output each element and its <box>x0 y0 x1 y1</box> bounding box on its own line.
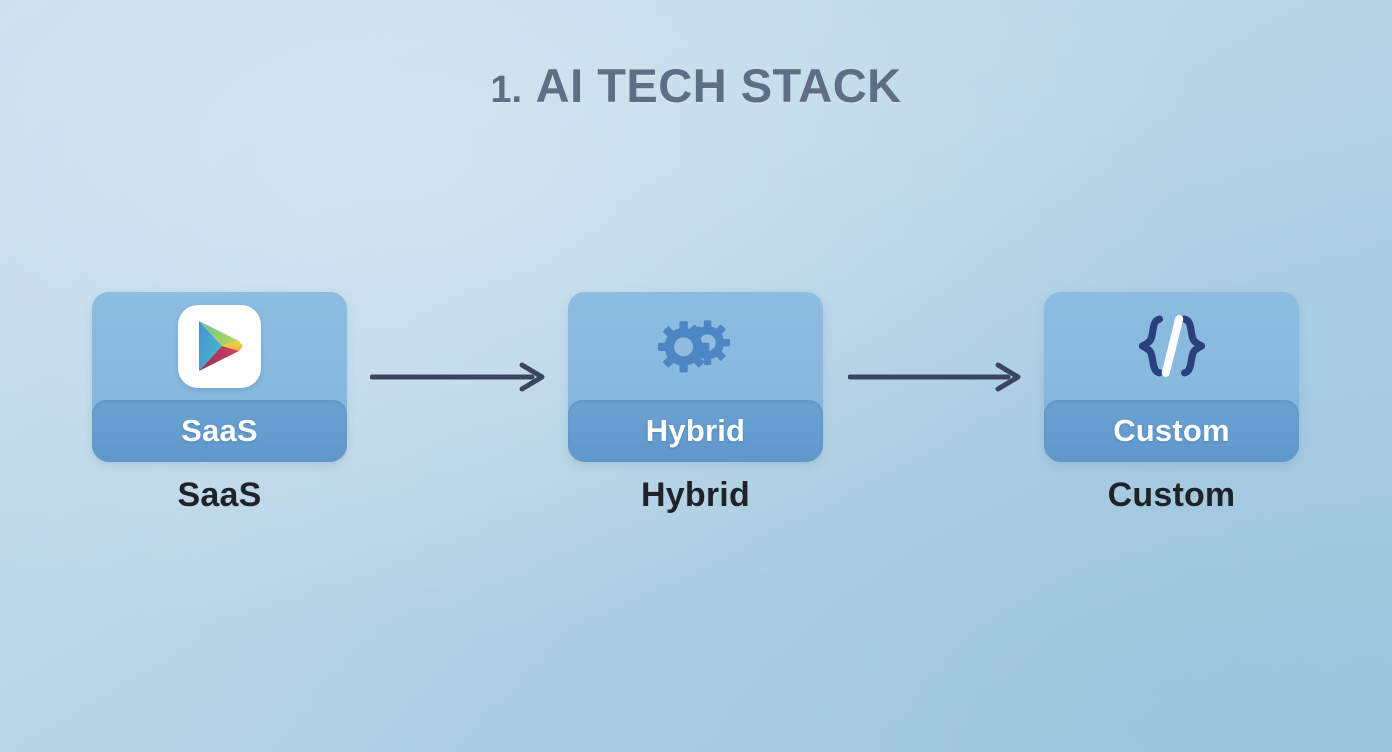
caption-hybrid: Hybrid <box>641 476 750 514</box>
flow-diagram: SaaS SaaS <box>0 292 1392 532</box>
card-icon-area <box>568 292 823 400</box>
card-icon-area <box>1044 292 1299 400</box>
caption-saas: SaaS <box>177 476 262 514</box>
card-icon-area <box>92 292 347 400</box>
card-label-band: SaaS <box>92 400 347 462</box>
google-play-triangle-icon <box>198 321 243 371</box>
card-label-band: Hybrid <box>568 400 823 462</box>
two-gears-icon <box>657 320 730 373</box>
page-title: 1. AI TECH STACK <box>0 55 1392 121</box>
arrow-hybrid-to-custom <box>848 362 1022 392</box>
card-label-hybrid: Hybrid <box>645 413 746 448</box>
arrow-saas-to-hybrid <box>370 362 546 392</box>
card-saas[interactable]: SaaS <box>92 292 347 462</box>
code-slash-icon <box>1138 315 1205 377</box>
arrow-right-icon <box>848 362 1021 392</box>
arrow-right-icon <box>370 362 545 392</box>
card-hybrid[interactable]: Hybrid <box>568 292 823 462</box>
card-label-band: Custom <box>1044 400 1299 462</box>
card-label-custom: Custom <box>1113 413 1230 448</box>
google-play-icon <box>177 303 263 389</box>
code-braces-icon <box>1129 303 1215 389</box>
caption-custom: Custom <box>1107 476 1236 514</box>
gears-icon <box>653 303 739 389</box>
card-label-saas: SaaS <box>181 413 258 448</box>
flow-step-custom[interactable]: Custom Custom <box>1044 292 1299 516</box>
flow-step-hybrid[interactable]: Hybrid Hybrid <box>568 292 823 516</box>
google-play-tile <box>178 304 261 388</box>
title-number: 1. <box>490 69 523 111</box>
title-text: AI TECH STACK <box>535 59 902 112</box>
card-custom[interactable]: Custom <box>1044 292 1299 462</box>
flow-step-saas[interactable]: SaaS SaaS <box>92 292 347 516</box>
